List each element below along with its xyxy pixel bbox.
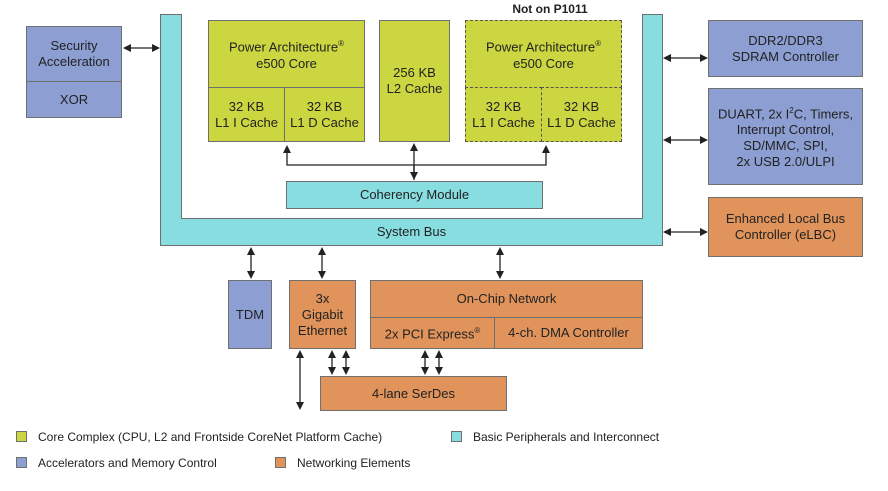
l2-cache-label: 256 KB L2 Cache	[386, 65, 443, 96]
system-bus-label: System Bus	[376, 223, 447, 239]
pci-express-block: 2x PCI Express®	[370, 317, 495, 349]
l2-cache-block: 256 KB L2 Cache	[379, 20, 450, 142]
core1-l1i-label: 32 KB L1 I Cache	[215, 98, 278, 130]
duart-line1: DUART, 2x I2C, Timers,	[718, 105, 853, 122]
core1-title: Power Architecture®	[228, 39, 344, 55]
core2-l1d-cache: 32 KB L1 D Cache	[541, 87, 622, 142]
core1-subtitle: e500 Core	[256, 55, 317, 71]
duart-peripherals-block: DUART, 2x I2C, Timers, Interrupt Control…	[708, 88, 863, 185]
system-bus: System Bus	[160, 218, 663, 246]
core2-subtitle: e500 Core	[513, 55, 574, 71]
ddr-controller-label: DDR2/DDR3 SDRAM Controller	[732, 32, 839, 64]
coherency-module-label: Coherency Module	[359, 187, 470, 202]
core2-l1d-label: 32 KB L1 D Cache	[547, 98, 616, 130]
legend-swatch-accelerators	[16, 457, 27, 468]
ddr-controller-block: DDR2/DDR3 SDRAM Controller	[708, 20, 863, 77]
legend-swatch-networking	[275, 457, 286, 468]
core1-l1i-cache: 32 KB L1 I Cache	[208, 87, 285, 142]
xor-label: XOR	[59, 91, 89, 107]
arrow-core1-tree	[283, 145, 550, 166]
on-chip-network-block: On-Chip Network	[370, 280, 643, 318]
elbc-label: Enhanced Local Bus Controller (eLBC)	[725, 211, 846, 242]
core2-l1i-cache: 32 KB L1 I Cache	[465, 87, 542, 142]
coherency-module: Coherency Module	[286, 181, 543, 209]
legend-networking: Networking Elements	[297, 456, 411, 470]
legend-basic-peripherals: Basic Peripherals and Interconnect	[473, 430, 660, 444]
core1-l1d-label: 32 KB L1 D Cache	[290, 98, 359, 130]
on-chip-network-label: On-Chip Network	[456, 291, 557, 306]
legend-core-complex: Core Complex (CPU, L2 and Frontside Core…	[38, 430, 383, 444]
dma-controller-block: 4-ch. DMA Controller	[494, 317, 643, 349]
elbc-block: Enhanced Local Bus Controller (eLBC)	[708, 197, 863, 257]
gigabit-ethernet-block: 3x Gigabit Ethernet	[289, 280, 356, 349]
not-on-p1011-label: Not on P1011	[512, 2, 588, 16]
system-bus-left-wall	[160, 14, 182, 246]
security-acceleration-label: Security Acceleration	[38, 38, 110, 69]
duart-rest-label: Interrupt Control, SD/MMC, SPI, 2x USB 2…	[736, 122, 835, 170]
legend-swatch-core-complex	[16, 431, 27, 442]
tdm-block: TDM	[228, 280, 272, 349]
core1-l1d-cache: 32 KB L1 D Cache	[284, 87, 365, 142]
pci-express-label: 2x PCI Express®	[384, 326, 481, 342]
gigabit-ethernet-label: 3x Gigabit Ethernet	[297, 290, 348, 338]
core2-l1i-label: 32 KB L1 I Cache	[472, 98, 535, 130]
core2-title: Power Architecture®	[485, 39, 601, 55]
serdes-block: 4-lane SerDes	[320, 376, 507, 411]
xor-block: XOR	[26, 81, 122, 118]
tdm-label: TDM	[235, 306, 265, 322]
serdes-label: 4-lane SerDes	[371, 385, 456, 401]
security-acceleration-block: Security Acceleration	[26, 26, 122, 82]
dma-controller-label: 4-ch. DMA Controller	[508, 325, 629, 340]
system-bus-right-wall	[642, 14, 663, 246]
legend-accelerators: Accelerators and Memory Control	[38, 456, 217, 470]
legend-swatch-basic-peripherals	[451, 431, 462, 442]
core2-block: Power Architecture® e500 Core	[465, 20, 622, 88]
